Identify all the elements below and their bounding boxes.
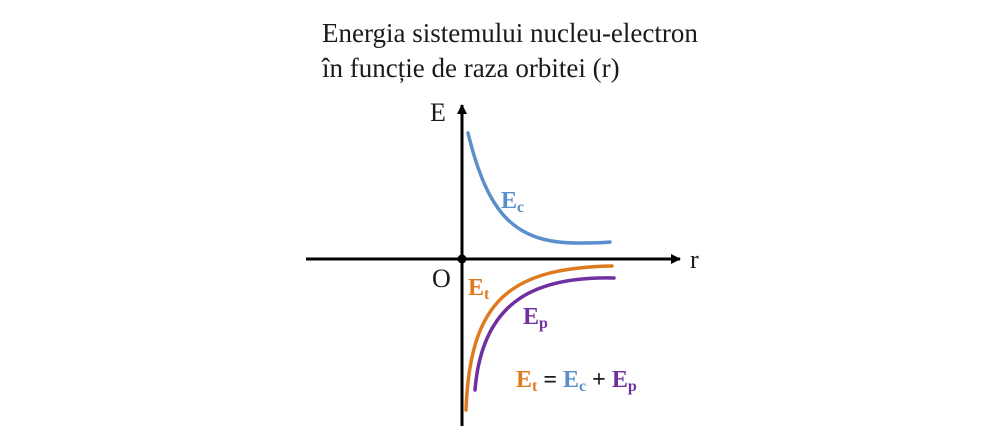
formula-equals: = xyxy=(543,367,557,393)
x-axis-label: r xyxy=(690,245,699,274)
formula-kinetic: Ec xyxy=(563,367,586,395)
formula-total: Et xyxy=(516,367,538,395)
total-energy-curve xyxy=(464,264,614,412)
kinetic-energy-curve xyxy=(466,131,612,245)
kinetic-energy-label: Ec xyxy=(501,188,524,216)
formula-plus: + xyxy=(592,367,606,393)
title-line-2: în funcție de raza orbitei (r) xyxy=(322,53,620,83)
origin-label: O xyxy=(432,264,451,293)
potential-energy-label: Ep xyxy=(523,304,548,332)
origin-point xyxy=(457,254,467,264)
energy-formula: Et=Ec+Ep xyxy=(516,367,637,395)
total-energy-label: Et xyxy=(468,275,490,303)
diagram-title: Energia sistemului nucleu-electron în fu… xyxy=(322,16,698,86)
title-line-1: Energia sistemului nucleu-electron xyxy=(322,18,698,48)
formula-potential: Ep xyxy=(612,367,637,395)
y-axis-label: E xyxy=(430,98,446,127)
potential-energy-curve xyxy=(473,276,616,392)
